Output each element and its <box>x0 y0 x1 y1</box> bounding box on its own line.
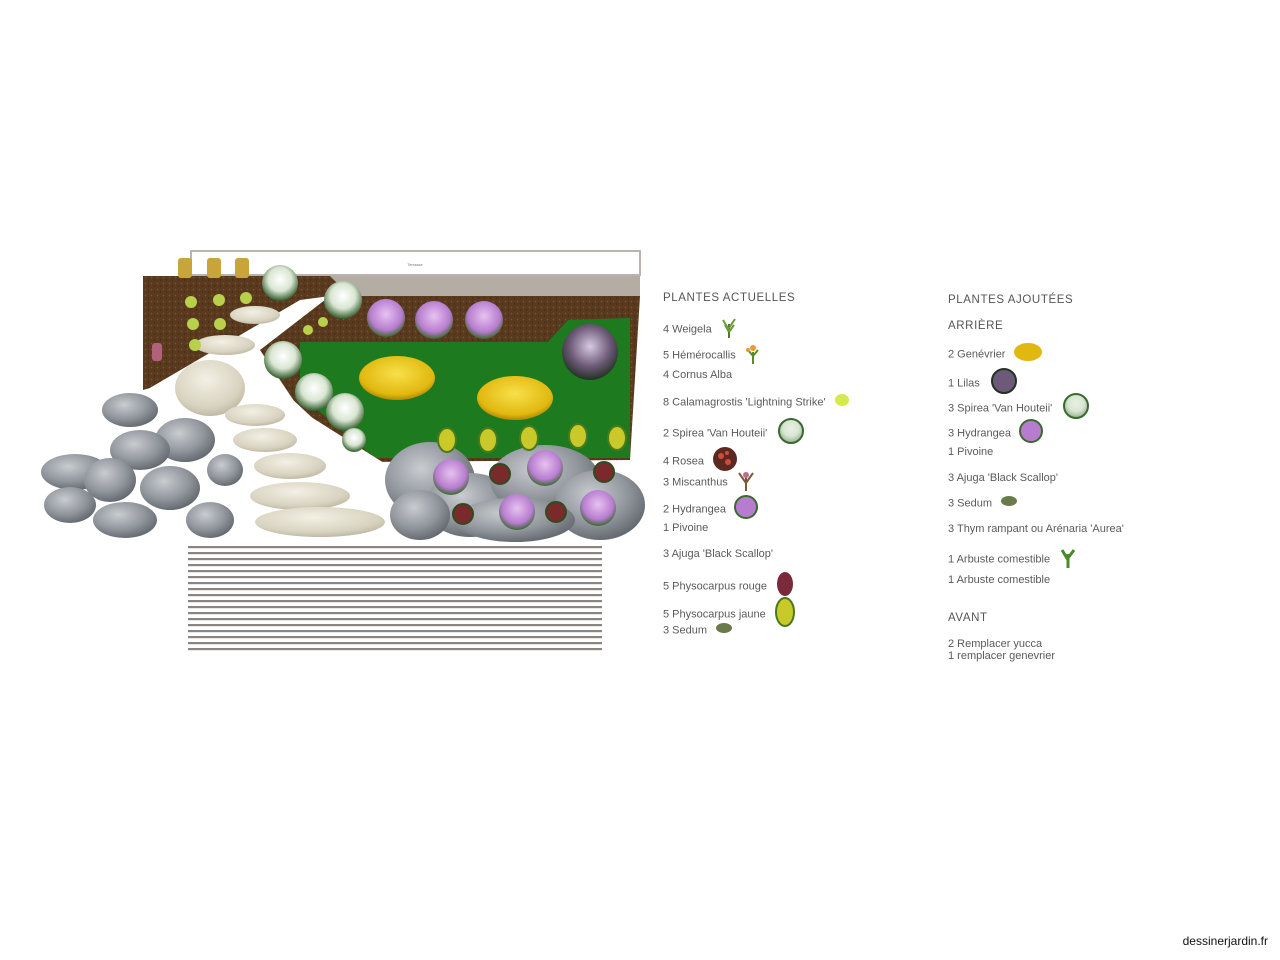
spirea <box>326 393 364 431</box>
legend-current-title: PLANTES ACTUELLES <box>663 292 796 304</box>
legend-item: 1 Arbuste comestible <box>948 572 1050 588</box>
hydrangea <box>433 459 469 495</box>
front-item: 1 remplacer genevrier <box>948 650 1055 662</box>
legend-item-label: 8 Calamagrostis 'Lightning Strike' <box>663 395 826 408</box>
legend-item: 8 Calamagrostis 'Lightning Strike' <box>663 393 850 409</box>
legend-item: 4 Weigela <box>663 316 738 338</box>
calamagrostis-icon <box>834 393 850 412</box>
watermark: dessinerjardin.fr <box>1182 934 1268 948</box>
legend-added-title: PLANTES AJOUTÉES <box>948 294 1074 306</box>
hydrangea <box>415 301 453 339</box>
lilac-shrub <box>562 324 618 380</box>
rosea-plant <box>152 343 162 361</box>
boulders-left <box>41 393 243 538</box>
spirea <box>264 341 302 379</box>
legend-item-label: 3 Sedum <box>663 624 708 637</box>
legend-item: 5 Physocarpus rouge <box>663 571 795 596</box>
lawn <box>300 318 630 458</box>
hemerocallis-icon <box>744 342 762 369</box>
legend-item-label: 3 Ajuga 'Black Scallop' <box>948 471 1058 484</box>
legend-item: 1 Lilas <box>948 367 1020 394</box>
legend-item-label: 2 Spirea 'Van Houteii' <box>663 427 768 440</box>
legend-item: 4 Rosea <box>663 444 738 471</box>
physocarpus-yellow-icon <box>774 596 796 632</box>
legend-item-label: 2 Genévrier <box>948 348 1006 361</box>
legend-item: 3 Miscanthus <box>663 469 756 491</box>
legend-item-label: 1 Arbuste comestible <box>948 553 1051 566</box>
legend-item-label: 5 Physocarpus jaune <box>663 607 766 620</box>
legend-item: 3 Ajuga 'Black Scallop' <box>663 546 773 562</box>
weigela-icon <box>720 316 738 343</box>
legend-item: 1 Pivoine <box>948 444 993 460</box>
legend-item: 3 Ajuga 'Black Scallop' <box>948 470 1058 486</box>
yellow-shrub <box>359 356 435 400</box>
legend-item-label: 3 Miscanthus <box>663 476 728 489</box>
legend-item-label: 3 Hydrangea <box>948 426 1011 439</box>
front-item: 2 Remplacer yucca <box>948 638 1043 650</box>
legend-item-label: 4 Cornus Alba <box>663 369 733 381</box>
deck <box>188 543 602 651</box>
house-label: Terrasse <box>407 262 423 267</box>
legend-section-back: ARRIÈRE <box>948 320 1004 332</box>
hydrangea <box>499 494 535 530</box>
legend-item-label: 4 Rosea <box>663 454 704 467</box>
legend-item: 5 Hémérocallis <box>663 342 762 364</box>
spirea <box>324 281 362 319</box>
legend-item: 3 Sedum <box>948 495 1018 511</box>
hydrangea <box>580 490 616 526</box>
garden-plan: Terrasse <box>41 250 645 651</box>
hydrangea-icon <box>734 494 758 524</box>
hydrangea-icon <box>1019 418 1043 448</box>
spirea-icon <box>775 418 807 449</box>
lilac-icon <box>988 367 1020 399</box>
legend-item: 3 Spirea 'Van Houteii' <box>948 393 1092 419</box>
legend-item: 4 Cornus Alba <box>663 367 732 383</box>
legend-item: 5 Physocarpus jaune <box>663 596 796 627</box>
hydrangea <box>465 301 503 339</box>
legend-item-label: 5 Hémérocallis <box>663 348 736 361</box>
legend-item: 2 Spirea 'Van Houteii' <box>663 418 807 444</box>
edible-shrub-icon <box>1058 546 1078 573</box>
rosea-icon <box>712 444 738 479</box>
legend-item: 2 Genévrier <box>948 342 1043 361</box>
legend-item: 3 Thym rampant ou Arénaria 'Aurea' <box>948 521 1124 537</box>
juniper-icon <box>1013 342 1043 367</box>
miscanthus-icon <box>736 469 756 496</box>
spirea-icon <box>1060 393 1092 424</box>
legend-item-label: 3 Thym rampant ou Arénaria 'Aurea' <box>948 522 1124 535</box>
physocarpus-red-icon <box>775 571 795 602</box>
retaining-wall <box>330 276 640 296</box>
hydrangea <box>527 450 563 486</box>
legend-item: 1 Pivoine <box>663 520 708 536</box>
legend-item: 3 Sedum <box>663 622 733 638</box>
legend-section-front: AVANT <box>948 612 988 624</box>
legend-item-label: 4 Weigela <box>663 323 712 336</box>
legend-item-label: 1 Pivoine <box>663 522 709 534</box>
legend-item: 1 Arbuste comestible <box>948 546 1078 568</box>
miscanthus-tufts <box>178 258 249 278</box>
legend-item-label: 1 Pivoine <box>948 446 994 458</box>
spirea <box>262 265 298 301</box>
sedum-icon <box>715 622 733 639</box>
legend-item-label: 2 Hydrangea <box>663 502 726 515</box>
legend-added: PLANTES AJOUTÉES ARRIÈRE 2 Genévrier 1 Li… <box>948 292 1248 672</box>
legend-item-label: 3 Sedum <box>948 497 993 510</box>
flagstones <box>175 306 385 537</box>
physocarpus-red-row <box>452 461 615 525</box>
spirea <box>342 428 366 452</box>
physocarpus-yellow-row <box>437 423 627 453</box>
legend-item-label: 1 Lilas <box>948 376 980 389</box>
legend-item-label: 5 Physocarpus rouge <box>663 580 767 593</box>
legend-item-label: 3 Ajuga 'Black Scallop' <box>663 547 773 560</box>
legend-item: 2 Hydrangea <box>663 494 758 519</box>
spirea <box>295 373 333 411</box>
legend-current: PLANTES ACTUELLES 4 Weigela 5 Hémérocalli… <box>663 290 923 650</box>
legend-item: 3 Hydrangea <box>948 418 1043 443</box>
grass-tufts <box>185 292 328 351</box>
legend-item-label: 1 Arbuste comestible <box>948 573 1051 586</box>
hydrangea <box>367 299 405 337</box>
yellow-shrub <box>477 376 553 420</box>
legend-item-label: 3 Spirea 'Van Houteii' <box>948 402 1053 415</box>
sedum-icon <box>1000 495 1018 512</box>
